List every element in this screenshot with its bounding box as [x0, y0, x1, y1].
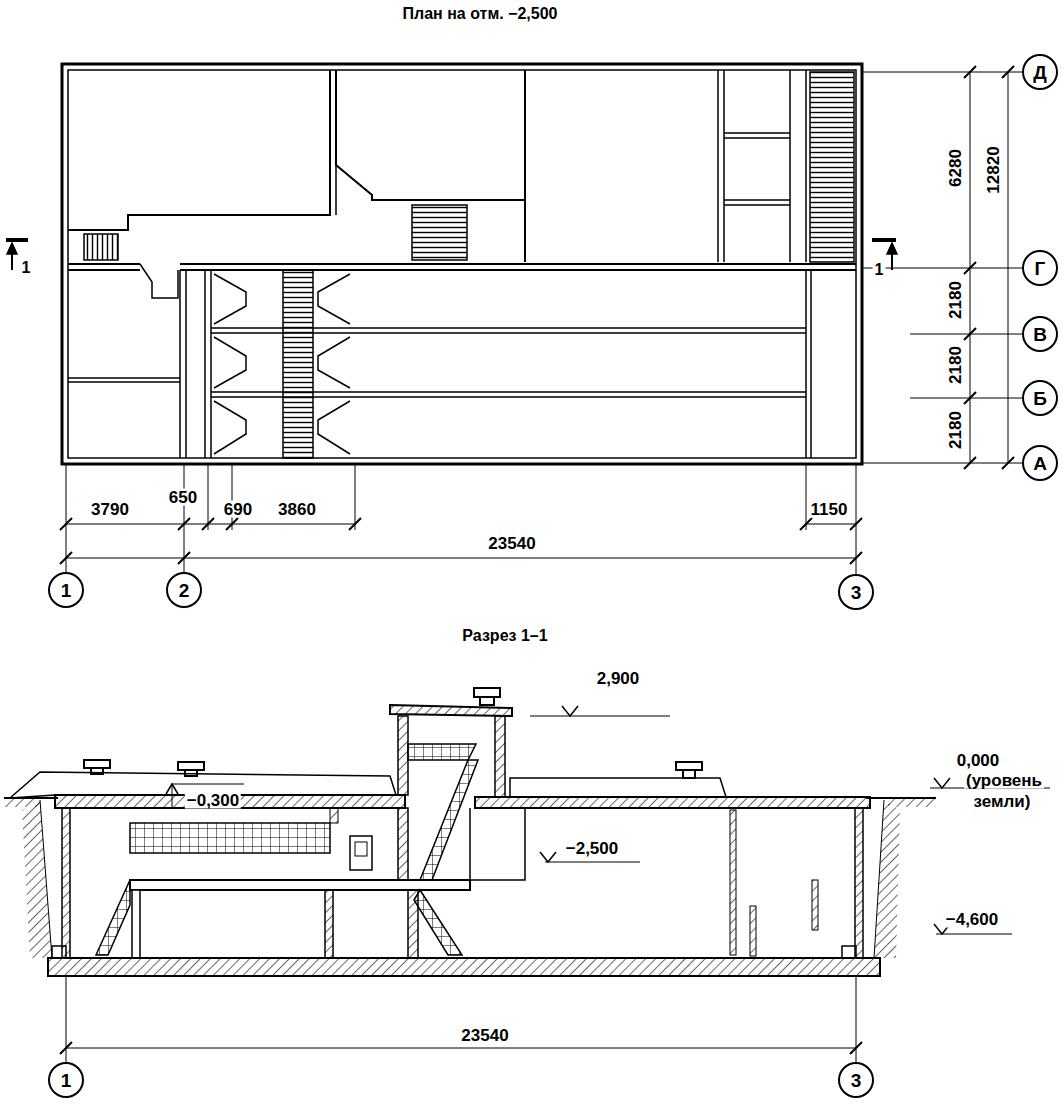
dimension: 23540: [459, 1027, 510, 1044]
dimension: 690: [222, 501, 254, 518]
dimension: 2180: [947, 279, 964, 321]
section-title: Разрез 1–1: [460, 628, 549, 644]
dimension: 3790: [89, 501, 131, 518]
level-mark: −2,500: [564, 840, 620, 857]
dimension: 2180: [947, 409, 964, 451]
section: [4, 688, 1050, 1062]
axis-letter: 1: [61, 1071, 72, 1090]
dimension: 3860: [276, 501, 318, 518]
axis-circle: Б: [1022, 380, 1058, 416]
level-mark: 0,000: [955, 752, 1002, 769]
level-mark: 2,900: [595, 670, 642, 687]
dimension: 650: [167, 489, 199, 506]
level-note: (уровень: [964, 772, 1044, 789]
axis-letter: 3: [851, 1071, 862, 1090]
dimension: 2180: [947, 344, 964, 386]
axis-circle: 2: [166, 572, 202, 608]
dimension: 23540: [486, 535, 537, 552]
axis-circle: Г: [1022, 250, 1058, 286]
axis-circle: 1: [48, 1062, 84, 1098]
dimension: 12820: [985, 144, 1002, 195]
section-mark: 1: [873, 262, 886, 278]
axis-letter: А: [1033, 454, 1047, 473]
plan-title: План на отм. −2,500: [403, 6, 558, 22]
axis-circle: В: [1022, 316, 1058, 352]
axis-circle: А: [1022, 445, 1058, 481]
section-mark: 1: [20, 260, 33, 276]
dimension: 6280: [947, 147, 964, 189]
axis-circle: 1: [48, 572, 84, 608]
axis-circle: 3: [838, 574, 874, 610]
level-mark: −4,600: [944, 911, 1000, 928]
axis-circle: Д: [1022, 54, 1058, 90]
axis-letter: Д: [1033, 63, 1047, 82]
axis-letter: Г: [1035, 259, 1046, 278]
axis-letter: В: [1033, 325, 1047, 344]
axis-circle: 3: [838, 1062, 874, 1098]
plan: [6, 64, 1022, 574]
dimension: 1150: [809, 501, 850, 518]
axis-letter: 2: [179, 581, 190, 600]
axis-letter: 3: [851, 583, 862, 602]
axis-letter: 1: [61, 581, 72, 600]
axis-letter: Б: [1033, 389, 1047, 408]
level-note: земли): [972, 793, 1033, 810]
level-mark: −0,300: [185, 792, 241, 809]
